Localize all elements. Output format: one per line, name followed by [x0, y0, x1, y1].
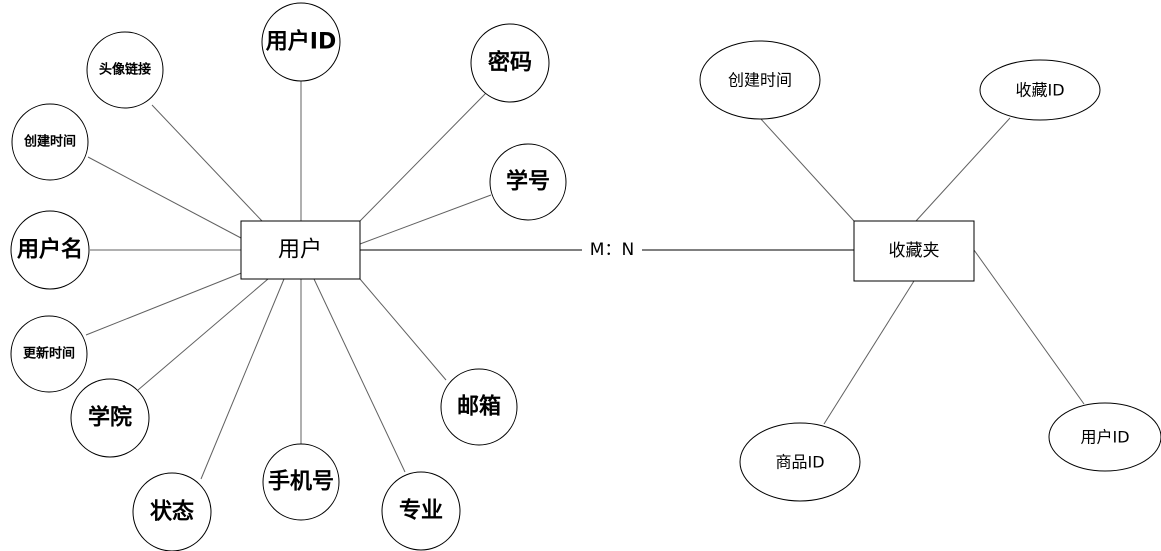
svg-text:商品ID: 商品ID — [775, 453, 824, 472]
svg-text:邮箱: 邮箱 — [457, 394, 501, 420]
user-attribute-password[interactable]: 密码 — [470, 23, 550, 103]
fav-attribute-createtime[interactable]: 创建时间 — [699, 40, 821, 120]
svg-text:密码: 密码 — [488, 50, 532, 76]
link-user-updatetime — [85, 271, 245, 336]
user-attribute-studentno[interactable]: 学号 — [489, 143, 567, 221]
svg-text:收藏ID: 收藏ID — [1015, 81, 1064, 100]
link-user-studentno — [359, 194, 492, 245]
user-attribute-username[interactable]: 用户名 — [10, 210, 90, 290]
entity-user[interactable]: 用户 — [240, 220, 361, 280]
svg-text:学院: 学院 — [88, 405, 132, 431]
link-fav-createtime — [759, 117, 855, 222]
link-user-password — [359, 91, 488, 222]
link-user-email — [359, 278, 447, 381]
svg-text:状态: 状态 — [150, 499, 194, 525]
fav-attribute-favid[interactable]: 收藏ID — [979, 59, 1101, 121]
entity-user-label: 用户 — [278, 238, 322, 263]
svg-text:用户名: 用户名 — [17, 237, 83, 263]
link-fav-goodsid — [823, 280, 915, 425]
svg-text:更新时间: 更新时间 — [23, 346, 75, 362]
user-attribute-createtime[interactable]: 创建时间 — [11, 103, 89, 181]
user-attribute-userid[interactable]: 用户ID — [261, 2, 341, 82]
user-attribute-major[interactable]: 专业 — [381, 471, 461, 551]
user-attribute-updatetime[interactable]: 更新时间 — [10, 315, 88, 393]
user-attribute-avatar[interactable]: 头像链接 — [86, 31, 164, 109]
link-user-status — [200, 278, 285, 480]
user-attribute-phone[interactable]: 手机号 — [262, 443, 340, 521]
link-fav-favid — [915, 117, 1011, 222]
user-attribute-email[interactable]: 邮箱 — [440, 368, 518, 446]
svg-text:专业: 专业 — [399, 498, 443, 524]
link-user-major — [313, 278, 406, 473]
link-user-avatar — [151, 104, 263, 222]
fav-attribute-userid[interactable]: 用户ID — [1048, 402, 1161, 472]
link-user-createtime — [87, 156, 242, 239]
user-attribute-college[interactable]: 学院 — [70, 378, 150, 458]
svg-text:头像链接: 头像链接 — [99, 62, 151, 78]
svg-text:用户ID: 用户ID — [1080, 428, 1129, 447]
entity-favorites[interactable]: 收藏夹 — [853, 220, 975, 282]
relationship-label: M：N — [590, 240, 634, 260]
svg-text:手机号: 手机号 — [268, 470, 334, 495]
fav-attribute-goodsid[interactable]: 商品ID — [739, 422, 861, 502]
svg-text:学号: 学号 — [506, 169, 550, 195]
entity-favorites-label: 收藏夹 — [889, 241, 940, 261]
svg-text:创建时间: 创建时间 — [728, 71, 792, 90]
svg-text:创建时间: 创建时间 — [23, 134, 76, 150]
link-user-college — [137, 278, 269, 391]
user-attribute-status[interactable]: 状态 — [132, 472, 212, 551]
svg-text:用户ID: 用户ID — [266, 29, 336, 55]
connector-lines — [85, 80, 1085, 480]
link-fav-userid — [973, 249, 1085, 405]
